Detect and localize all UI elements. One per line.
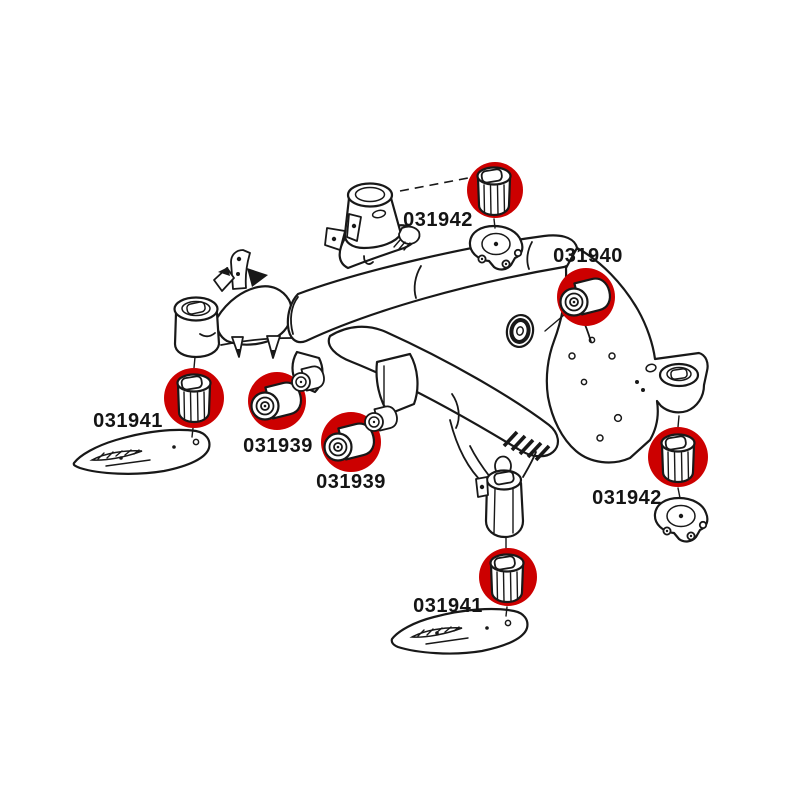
hatched-gusset [502,430,551,462]
lower-arm-left [72,428,211,475]
left-wing [213,249,293,359]
leader-lines [191,177,681,617]
part-number-label: 031942 [403,209,473,231]
part-number-label: 031939 [316,471,386,493]
mount-cap-right [653,496,709,543]
callouts: 031942 031940 031941 031939 031939 03194… [93,162,708,617]
bottom-mount [469,445,537,539]
callout-031942-right: 031942 [592,427,708,509]
bushing-bracket-front [291,350,328,394]
part-number-label: 031941 [93,410,163,432]
part-number-label: 031939 [243,435,313,457]
callout-031941-left: 031941 [93,368,224,432]
bushing-bracket-rear [364,352,419,432]
part-number-label: 031941 [413,595,483,617]
bushing-vertical-icon [176,373,212,424]
bushing-vertical-icon [489,553,525,604]
callout-031942-top: 031942 [403,162,523,231]
part-number-label: 031942 [592,487,662,509]
front-mount-tower [324,182,421,251]
callout-031940: 031940 [553,245,623,326]
front-crossmember-tube [286,234,579,344]
bushing-vertical-icon [476,166,512,217]
bushing-vertical-icon [660,433,696,484]
mini-bushing-icon [364,403,401,432]
right-mount-tower [658,362,700,388]
callout-031941-bottom: 031941 [413,548,537,617]
center-hub-bushing [505,313,535,349]
callout-031939-left: 031939 [243,372,313,457]
lower-arm-bottom [390,607,529,655]
part-number-label: 031940 [553,245,623,267]
left-mount-tower [173,296,221,359]
